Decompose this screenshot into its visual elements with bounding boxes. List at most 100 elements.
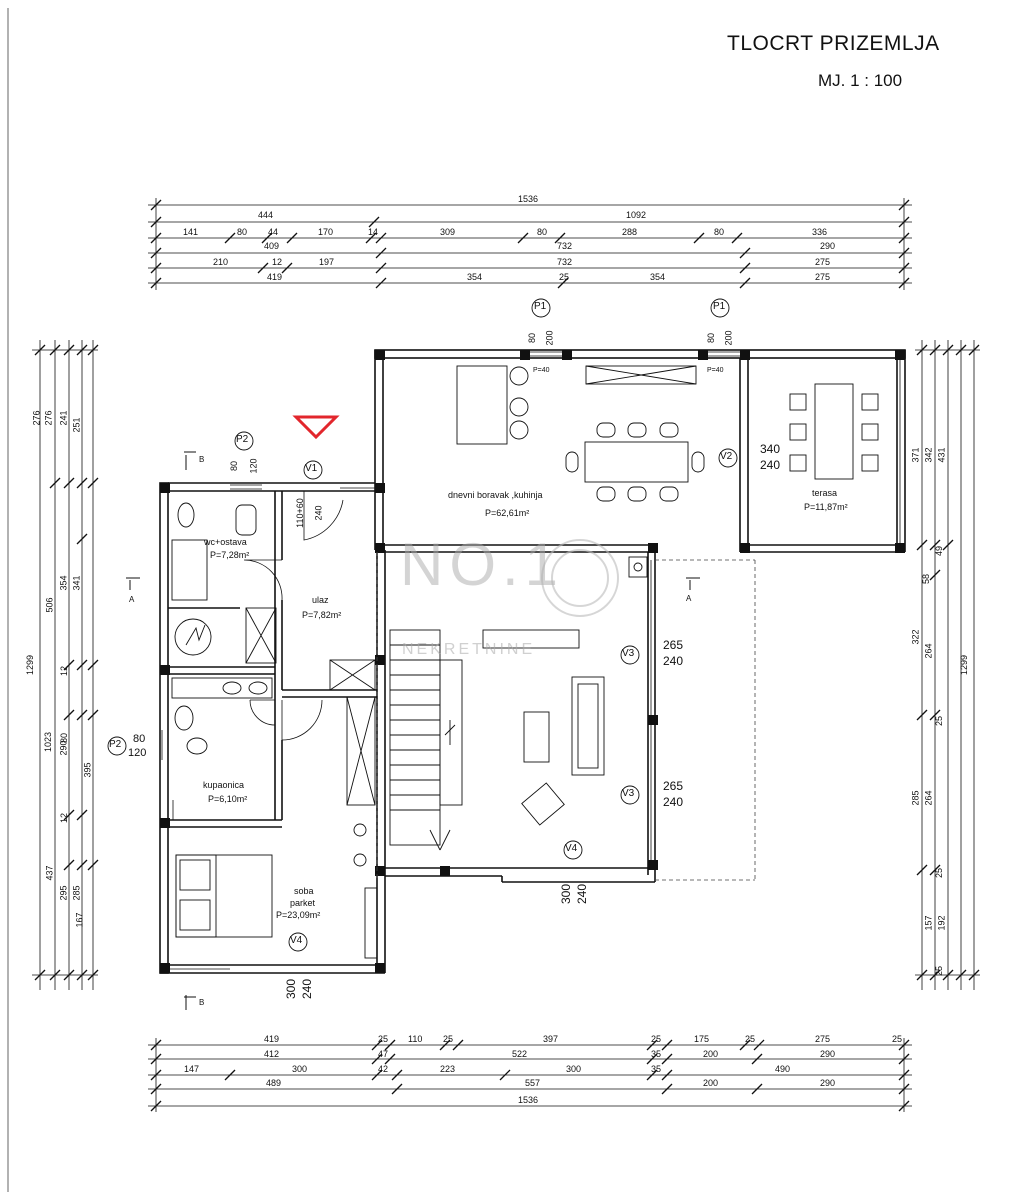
p2-top-h: 120 xyxy=(248,458,259,474)
window-frames xyxy=(161,351,901,970)
v3-bot-w: 265 xyxy=(663,779,684,793)
room-bath-name: kupaonica xyxy=(203,780,245,790)
dim-right-r2-1: 322 xyxy=(910,629,921,645)
dim-left-r3-6: 12 xyxy=(59,812,70,824)
dim-top-r3-9: 336 xyxy=(812,227,828,237)
section-b-bottom: B xyxy=(199,998,205,1007)
room-bedroom-area: P=23,09m² xyxy=(276,910,321,920)
v1-w: 110+60 xyxy=(294,498,305,528)
dim-right-r2-0: 371 xyxy=(910,447,921,463)
dim-top-r3-0: 141 xyxy=(183,227,199,237)
dim-left-total: 1299 xyxy=(25,654,36,676)
dim-right-r2-3: 192 xyxy=(936,915,947,931)
dim-bot-r1-2: 110 xyxy=(408,1034,423,1044)
bottom-dimensions xyxy=(148,1038,912,1112)
right-dimension-ticks xyxy=(916,344,980,981)
dim-top-r3-3: 170 xyxy=(318,227,334,237)
p1-left-w: 80 xyxy=(527,332,538,344)
room-bedroom-floor: parket xyxy=(290,898,316,908)
section-markers xyxy=(126,451,700,1010)
room-living-area: P=62,61m² xyxy=(485,508,530,518)
bottom-dimension-ticks xyxy=(150,1039,910,1112)
dim-top-r3-1: 80 xyxy=(237,227,248,237)
terrace-table xyxy=(789,383,879,480)
dim-top-r5-3: 732 xyxy=(557,257,573,267)
dim-bot-r1-6: 175 xyxy=(694,1034,710,1044)
dim-bot-r2-0: 412 xyxy=(264,1049,280,1059)
dim-top-r3-7: 288 xyxy=(622,227,638,237)
dim-bot-r1-3: 25 xyxy=(443,1034,454,1044)
p1-right-sill: P=40 xyxy=(707,367,724,374)
dim-right-r3-3: 264 xyxy=(923,790,934,806)
staircase xyxy=(389,629,463,851)
dim-top-r4-0: 409 xyxy=(264,241,280,251)
dim-top-total: 1536 xyxy=(518,194,539,204)
dim-left-r3-9: 167 xyxy=(74,912,85,928)
dim-bot-r1-1: 25 xyxy=(378,1034,389,1044)
dim-left-r3-0: 276 xyxy=(31,410,42,426)
dim-bot-r3-5: 35 xyxy=(651,1064,662,1074)
v3-bot-h: 240 xyxy=(663,795,684,809)
dim-right-r2-2: 285 xyxy=(910,790,921,806)
dim-bot-r3-0: 147 xyxy=(184,1064,200,1074)
dim-top-r6-1: 354 xyxy=(467,272,483,282)
dim-bot-r3-3: 223 xyxy=(440,1064,456,1074)
room-wc-area: P=7,28m² xyxy=(210,550,250,560)
tag-v3-top: V3 xyxy=(622,648,635,659)
dim-bot-r2-5: 290 xyxy=(820,1049,836,1059)
dim-bot-r1-8: 275 xyxy=(815,1034,831,1044)
room-wc-name: wc+ostava xyxy=(204,537,247,547)
dim-bot-r3-1: 300 xyxy=(292,1064,308,1074)
dim-top-r4-2: 290 xyxy=(820,241,836,251)
door-swings xyxy=(172,491,344,820)
room-terrace-area: P=11,87m² xyxy=(804,502,848,512)
dim-right-r3-2: 264 xyxy=(923,643,934,659)
left-dimension-ticks xyxy=(34,344,99,981)
v2-h: 240 xyxy=(760,458,781,472)
dim-top-r5-0: 210 xyxy=(213,257,229,267)
dim-top-r6-0: 419 xyxy=(267,272,283,282)
dim-left-r3-3: 12 xyxy=(59,665,70,677)
entrance-marker xyxy=(292,415,340,440)
dim-bot-r2-1: 47 xyxy=(378,1049,389,1059)
dim-left-r4-2: 341 xyxy=(71,575,82,591)
dim-right-r3-4: 157 xyxy=(923,915,934,931)
dim-left-r3-2: 354 xyxy=(58,575,69,591)
dim-right-r4-3: 25 xyxy=(934,867,945,879)
dim-bot-r4-2: 200 xyxy=(703,1078,719,1088)
dim-left-r3-8: 295 xyxy=(58,885,69,901)
tag-p2-top: P2 xyxy=(236,434,249,445)
room-entry-name: ulaz xyxy=(312,595,329,605)
v4-bot-h: 240 xyxy=(300,978,315,1000)
v4-bot-w: 300 xyxy=(284,978,299,1000)
dim-top-r3-8: 80 xyxy=(714,227,725,237)
dim-top-r5-1: 12 xyxy=(272,257,283,267)
v2-w: 340 xyxy=(760,442,781,456)
dim-bot-r1-5: 25 xyxy=(651,1034,662,1044)
plan-scale: MJ. 1 : 100 xyxy=(818,71,903,90)
dim-right-r3-1: 58 xyxy=(921,573,932,585)
dim-bot-r1-7: 25 xyxy=(745,1034,756,1044)
room-bedroom-name: soba xyxy=(294,886,314,896)
dim-right-r4-2: 25 xyxy=(934,715,945,727)
bathroom-fixtures xyxy=(171,502,367,867)
tag-v4-bot: V4 xyxy=(290,935,303,946)
dim-left-r4-1: 251 xyxy=(71,417,82,433)
dim-top-r3-2: 44 xyxy=(268,227,279,237)
living-furniture xyxy=(482,556,648,826)
dim-top-r6-4: 275 xyxy=(815,272,831,282)
structural-columns xyxy=(160,350,905,973)
dim-top-r4-1: 732 xyxy=(557,241,573,251)
dim-top-r6-2: 25 xyxy=(559,272,570,282)
top-dimensions xyxy=(148,198,912,290)
p2-top-w: 80 xyxy=(229,460,240,472)
dim-bot-r1-9: 25 xyxy=(892,1034,903,1044)
wardrobes xyxy=(245,607,378,959)
section-a-left: A xyxy=(129,595,135,604)
upper-floor-outline xyxy=(376,552,756,881)
right-dimensions xyxy=(915,340,980,990)
dim-bot-r4-1: 557 xyxy=(525,1078,541,1088)
dim-right-r4-0: 431 xyxy=(936,447,947,463)
tag-p2-left: P2 xyxy=(109,739,122,750)
